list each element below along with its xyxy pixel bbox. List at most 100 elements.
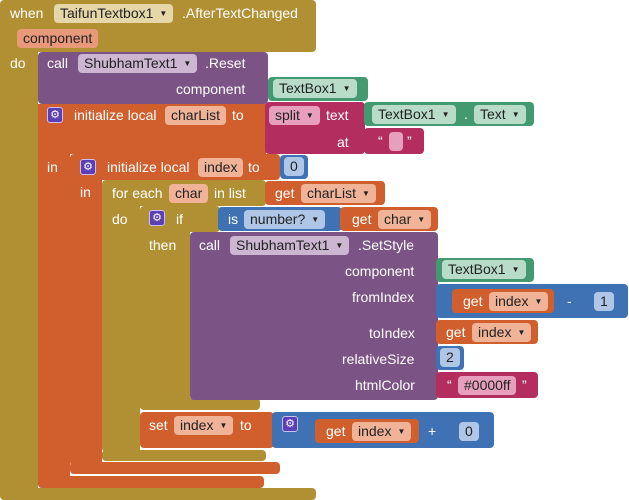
init-index-label: initialize local [107, 159, 190, 175]
init-charlist-to: to [232, 107, 244, 123]
relativesize-value[interactable]: 2 [440, 348, 460, 367]
dropdown-icon: ▼ [511, 110, 520, 119]
arg-fromindex-label: fromIndex [352, 289, 415, 305]
reset-arg-component-name: TextBox1 [279, 80, 337, 96]
get-index-name: index [495, 293, 529, 309]
call-label: call [47, 55, 69, 71]
textbox-property-name: Text [480, 106, 506, 122]
init-index-rail [70, 176, 102, 466]
split-at-string-field[interactable] [389, 132, 403, 151]
arg-relativesize-label: relativeSize [342, 351, 415, 367]
arg-component-label: component [345, 263, 415, 279]
textbox-component-name: TextBox1 [378, 106, 436, 122]
is-label: is [228, 211, 239, 227]
dropdown-icon: ▼ [534, 297, 543, 306]
dropdown-icon: ▼ [159, 9, 168, 18]
set-index-name: index [180, 417, 214, 433]
init-local-charlist-block[interactable] [38, 104, 266, 154]
get-charlist-dropdown[interactable]: charList ▼ [301, 184, 376, 203]
quote-open: “ [447, 377, 452, 393]
dropdown-icon: ▼ [517, 328, 526, 337]
reset-arg-component-dropdown[interactable]: TextBox1 ▼ [273, 79, 357, 98]
subtract-number[interactable]: 1 [594, 292, 614, 311]
gear-icon[interactable]: ⚙ [80, 159, 96, 175]
gear-icon[interactable]: ⚙ [47, 107, 63, 123]
when-label: when [10, 5, 44, 21]
get-label: get [446, 324, 466, 340]
index-var-name[interactable]: index [198, 158, 244, 177]
event-param-component[interactable]: component [17, 29, 99, 48]
add-get-index-dropdown[interactable]: index ▼ [352, 422, 412, 441]
for-each-do: do [112, 211, 128, 227]
get-index-dropdown[interactable]: index ▼ [489, 292, 549, 311]
quote-close: ” [522, 377, 527, 393]
init-charlist-label: initialize local [74, 107, 157, 123]
get-label: get [326, 423, 346, 439]
setstyle-method: .SetStyle [358, 237, 415, 253]
reset-arg-label: component [176, 81, 246, 97]
event-block-body-rail [0, 48, 38, 496]
call-setstyle-block[interactable] [190, 232, 438, 400]
event-component-name: TaifunTextbox1 [60, 5, 154, 21]
set-to-label: to [240, 417, 252, 433]
init-charlist-bottom [38, 476, 264, 488]
dropdown-icon: ▼ [417, 215, 426, 224]
dropdown-icon: ▼ [362, 189, 370, 198]
setstyle-call-label: call [199, 237, 221, 253]
split-text-label: text [326, 107, 349, 123]
split-op-dropdown[interactable]: split ▼ [269, 106, 320, 125]
init-index-bottom [70, 462, 280, 474]
setstyle-component-name: ShubhamText1 [236, 237, 330, 253]
get-label: get [463, 293, 483, 309]
if-label: if [176, 211, 183, 227]
set-index-dropdown[interactable]: index ▼ [174, 416, 234, 435]
index-initial-value[interactable]: 0 [284, 157, 304, 176]
if-rail [140, 228, 190, 408]
get-index-name: index [358, 423, 392, 439]
quote-open: “ [378, 133, 383, 149]
dropdown-icon: ▼ [219, 421, 228, 430]
textbox-component-dropdown[interactable]: TextBox1▼ [372, 105, 456, 124]
quote-close: ” [407, 133, 412, 149]
get-char-label: get [352, 211, 372, 227]
is-number-name: number? [250, 211, 306, 227]
for-each-var[interactable]: char [169, 184, 209, 203]
for-each-rail [102, 202, 140, 452]
event-block-bottom [0, 488, 316, 500]
textbox-property-dropdown[interactable]: Text ▼ [474, 105, 526, 124]
gear-icon[interactable]: ⚙ [282, 416, 298, 432]
charlist-var-name[interactable]: charList [165, 106, 227, 125]
init-local-index-block[interactable] [70, 154, 280, 180]
if-bottom [140, 398, 260, 410]
set-label: set [149, 417, 168, 433]
add-number[interactable]: 0 [459, 422, 479, 441]
dropdown-icon: ▼ [397, 427, 406, 436]
dropdown-icon: ▼ [183, 59, 192, 68]
get-charlist-name: charList [307, 185, 357, 201]
reset-component-dropdown[interactable]: ShubhamText1▼ [78, 54, 198, 73]
event-component-dropdown[interactable]: TaifunTextbox1 ▼ [54, 4, 174, 23]
split-op-name: split [275, 107, 300, 123]
init-index-to: to [248, 159, 260, 175]
get-char-name: char [384, 211, 412, 227]
get-char-dropdown[interactable]: char ▼ [378, 210, 432, 229]
for-each-in-list: in list [214, 185, 246, 201]
is-number-dropdown[interactable]: number? ▼ [244, 210, 326, 229]
get-index-name: index [478, 324, 512, 340]
arg-htmlcolor-label: htmlColor [355, 377, 415, 393]
dropdown-icon: ▼ [342, 84, 351, 93]
init-charlist-in: in [47, 159, 58, 175]
init-charlist-rail [38, 150, 70, 488]
setstyle-component-dropdown[interactable]: ShubhamText1▼ [230, 236, 350, 255]
init-index-in: in [80, 184, 91, 200]
gear-icon[interactable]: ⚙ [149, 210, 165, 226]
dropdown-icon: ▼ [305, 111, 314, 120]
dropdown-icon: ▼ [511, 265, 520, 274]
event-name: .AfterTextChanged [182, 5, 298, 21]
do-label: do [10, 55, 26, 71]
dropdown-icon: ▼ [311, 215, 320, 224]
htmlcolor-value[interactable]: #0000ff [458, 376, 517, 395]
get-index-dropdown-to[interactable]: index ▼ [472, 323, 532, 342]
arg-component-dropdown[interactable]: TextBox1 ▼ [442, 260, 526, 279]
arg-component-name: TextBox1 [448, 261, 506, 277]
